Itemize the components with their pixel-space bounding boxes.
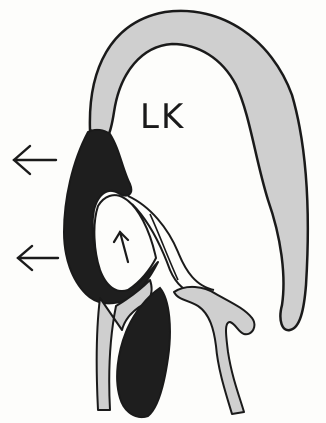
left-arrow-lower <box>18 246 58 270</box>
left-arrow-upper <box>14 146 56 174</box>
chamber-label: LK <box>140 97 185 137</box>
lower-right-vessel <box>174 287 254 414</box>
